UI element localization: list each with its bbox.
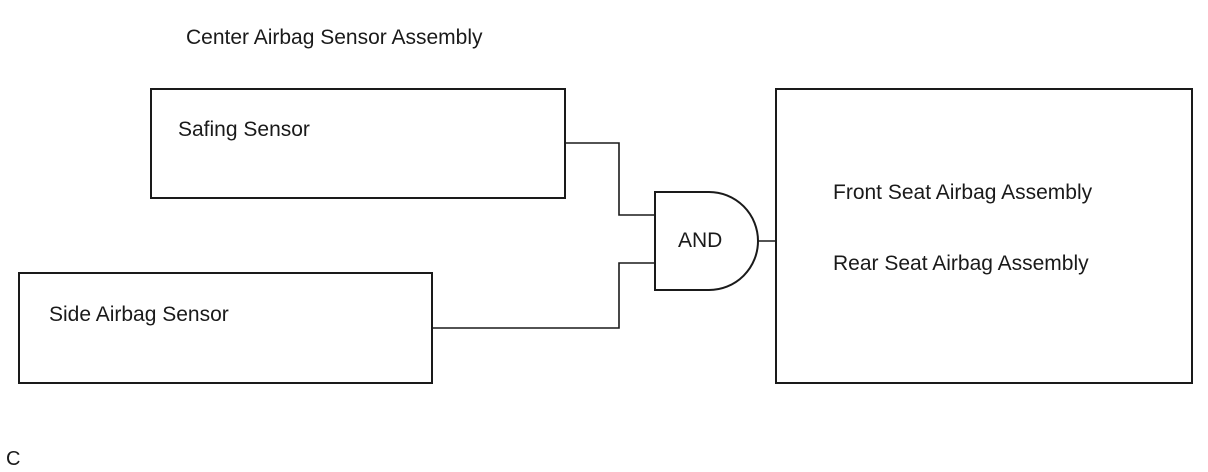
connector-side-to-and	[432, 262, 655, 329]
rear-seat-airbag-label: Rear Seat Airbag Assembly	[833, 252, 1089, 275]
side-airbag-sensor-box: Side Airbag Sensor	[18, 272, 433, 384]
front-seat-airbag-label: Front Seat Airbag Assembly	[833, 181, 1093, 204]
group-title: Center Airbag Sensor Assembly	[186, 26, 483, 49]
footer-code: C	[6, 448, 21, 470]
side-airbag-sensor-label: Side Airbag Sensor	[49, 303, 229, 326]
and-gate-label: AND	[678, 229, 723, 252]
connector-safing-to-and	[565, 142, 655, 216]
and-gate-shape	[654, 191, 759, 291]
airbag-assembly-box: Front Seat Airbag Assembly Rear Seat Air…	[775, 88, 1193, 384]
safing-sensor-box: Safing Sensor	[150, 88, 566, 199]
safing-sensor-label: Safing Sensor	[178, 118, 310, 141]
